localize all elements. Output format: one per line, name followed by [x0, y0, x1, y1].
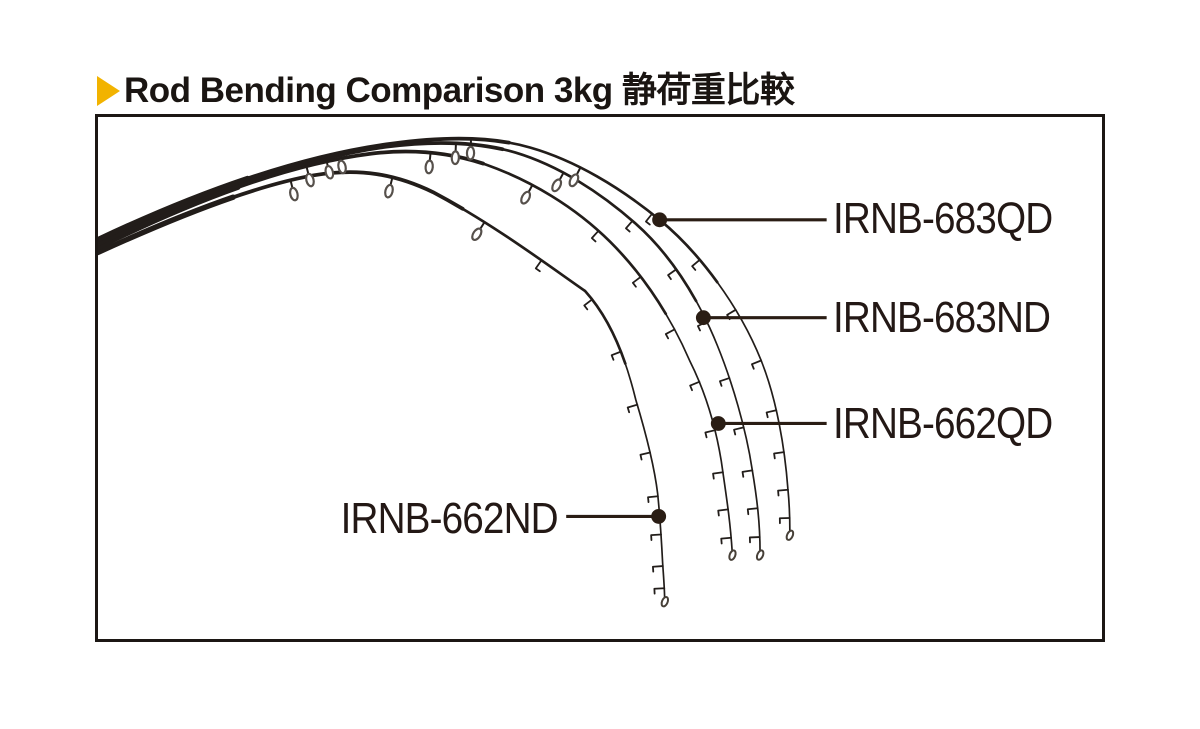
rod-label-irnb-662nd: IRNB-662ND — [340, 494, 559, 543]
rod-guide — [652, 565, 664, 573]
rod-guide — [590, 229, 600, 243]
rod-guide — [647, 495, 659, 504]
rod-guide — [650, 533, 662, 541]
rod-guide — [305, 172, 315, 188]
rod-tip-guide — [728, 549, 737, 561]
rod-guide — [667, 268, 678, 281]
marker-dot-irnb-683qd — [652, 212, 668, 228]
rod-guide — [465, 145, 476, 161]
rod-guide — [741, 469, 754, 478]
rod-label-irnb-683qd: IRNB-683QD — [833, 194, 1053, 243]
rod-guide — [384, 183, 394, 199]
marker-dot-irnb-662nd — [651, 508, 667, 524]
rod-tip-guide — [660, 596, 670, 608]
rod-guide — [773, 451, 785, 460]
rod-guides — [337, 138, 795, 541]
rod-guide — [653, 587, 666, 595]
rod-guide — [568, 173, 580, 188]
rod-guide — [626, 403, 639, 414]
rod-guide — [689, 380, 701, 392]
page-title: Rod Bending Comparison 3kg 静荷重比較 — [124, 71, 795, 110]
rod-guide — [534, 259, 543, 273]
rod-guide — [704, 429, 716, 439]
rod-guide — [625, 219, 634, 233]
rod-guide — [631, 275, 642, 288]
rod-curve-irnb-662qd — [98, 148, 737, 561]
rod-label-irnb-662qd: IRNB-662QD — [833, 399, 1053, 448]
rod-guide — [324, 164, 335, 180]
rod-guide — [717, 508, 729, 517]
rod-guide — [645, 212, 654, 226]
rod-tip-guide — [785, 529, 795, 541]
title-row: Rod Bending Comparison 3kg 静荷重比較 — [0, 0, 1200, 114]
rod-guide — [471, 227, 483, 242]
marker-dot-irnb-683nd — [695, 310, 711, 326]
rod-bending-diagram — [98, 135, 827, 608]
rod-guide — [720, 536, 733, 545]
rod-guide — [551, 178, 563, 193]
rod-guide — [450, 150, 461, 166]
rod-curve-irnb-662nd — [98, 169, 670, 608]
rod-guide — [748, 536, 761, 544]
title-bullet-triangle-icon — [97, 76, 120, 106]
rod-guide — [777, 488, 789, 497]
rod-tip-guide — [755, 549, 765, 561]
rod-guide — [712, 471, 724, 480]
rod-guide — [691, 258, 701, 271]
rod-guide — [746, 507, 759, 516]
diagram-box — [95, 114, 1105, 642]
rod-guides — [305, 152, 737, 561]
rod-guide — [664, 328, 676, 340]
rod-guide — [583, 298, 594, 311]
rod-guide — [719, 377, 731, 387]
rod-guide — [778, 517, 791, 525]
rod-guide — [733, 426, 745, 436]
rod-guide — [639, 451, 652, 461]
rod-guide — [751, 359, 763, 370]
rod-label-irnb-683nd: IRNB-683ND — [833, 293, 1051, 342]
rod-guide — [520, 190, 532, 205]
rod-curve-irnb-683nd — [98, 140, 765, 561]
rod-guide — [424, 159, 434, 175]
rod-curve-irnb-683qd — [98, 135, 795, 541]
rod-guides — [289, 176, 670, 608]
rod-guide — [610, 350, 622, 361]
rod-guide — [289, 186, 299, 202]
marker-dot-irnb-662qd — [710, 416, 726, 431]
rod-guide — [765, 409, 778, 419]
rod-guide — [337, 159, 347, 175]
rod-guides — [324, 143, 765, 561]
